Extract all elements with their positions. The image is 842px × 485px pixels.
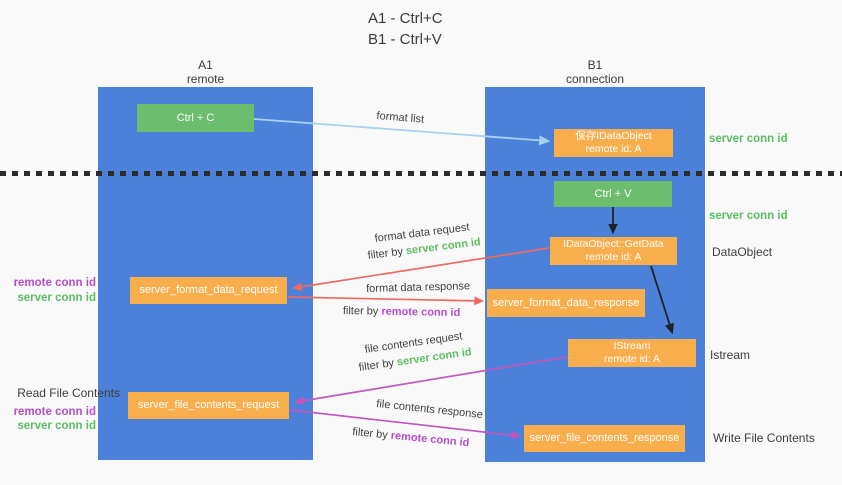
remote-conn-id-text: remote conn id: [390, 429, 470, 450]
node-server-format-data-request-label: server_format_data_request: [139, 284, 278, 296]
node-save-idataobject-line1: 保存IDataObject: [575, 130, 652, 142]
column-a1-subtitle: remote: [186, 72, 225, 86]
edge-label-format-data-response: format data response: [366, 280, 471, 295]
side-label-conn-ids-format: remote conn id server conn id: [14, 276, 96, 306]
title-line-2: B1 - Ctrl+V: [368, 31, 442, 48]
node-server-file-contents-response-label: server_file_contents_response: [529, 432, 680, 444]
edge-label-format-list: format list: [376, 110, 425, 126]
node-ctrl-c-label: Ctrl + C: [176, 111, 215, 124]
side-label-dataobject: DataObject: [712, 245, 773, 259]
side-label-read-file-contents: Read File Contents: [17, 386, 120, 400]
node-ctrl-v: Ctrl + V: [554, 181, 672, 207]
remote-conn-id-label: remote conn id: [13, 277, 96, 289]
column-header-a1: A1 remote: [98, 58, 313, 86]
diagram-title: A1 - Ctrl+C B1 - Ctrl+V: [368, 8, 443, 50]
node-getdata-line1: IDataObject::GetData: [563, 238, 664, 250]
edge-label-filter-file-response: filter by remote conn id: [352, 426, 470, 449]
server-conn-id-label: server conn id: [17, 420, 96, 432]
filter-by-text: filter by: [342, 305, 379, 318]
node-server-file-contents-request: server_file_contents_request: [128, 392, 289, 419]
node-ctrl-c: Ctrl + C: [137, 104, 254, 132]
side-label-server-conn-id-top: server conn id: [709, 133, 788, 145]
side-label-server-conn-id-mid: server conn id: [709, 210, 788, 222]
filter-by-text: filter by: [367, 245, 404, 262]
column-a1-name: A1: [198, 58, 213, 72]
node-istream: IStream remote id: A: [568, 339, 696, 367]
node-save-idataobject: 保存IDataObject remote id: A: [554, 129, 673, 157]
remote-conn-id-label: remote conn id: [13, 406, 96, 418]
filter-by-text: filter by: [358, 357, 395, 374]
remote-conn-id-text: remote conn id: [381, 305, 461, 320]
node-server-file-contents-response: server_file_contents_response: [524, 425, 685, 452]
node-server-format-data-request: server_format_data_request: [130, 277, 287, 304]
column-b1-name: B1: [587, 58, 603, 72]
column-header-b1: B1 connection: [485, 58, 705, 86]
node-istream-line1: IStream: [613, 340, 651, 352]
side-label-istream: Istream: [710, 348, 751, 362]
node-getdata: IDataObject::GetData remote id: A: [550, 237, 677, 265]
title-line-1: A1 - Ctrl+C: [368, 10, 443, 27]
node-server-file-contents-request-label: server_file_contents_request: [137, 399, 280, 411]
edge-label-file-contents-response: file contents response: [375, 398, 484, 422]
server-conn-id-label: server conn id: [17, 292, 96, 304]
side-label-conn-ids-file: remote conn id server conn id: [14, 405, 96, 433]
column-b1-subtitle: connection: [565, 72, 625, 86]
node-getdata-line2: remote id: A: [585, 251, 642, 263]
side-label-write-file-contents: Write File Contents: [713, 431, 815, 445]
node-server-format-data-response: server_format_data_response: [487, 289, 645, 317]
node-save-idataobject-line2: remote id: A: [585, 143, 642, 155]
edge-label-filter-format-response: filter by remote conn id: [343, 305, 461, 319]
node-istream-line2: remote id: A: [603, 353, 661, 365]
arrow-format-data-response: [287, 296, 485, 306]
node-ctrl-v-label: Ctrl + V: [594, 187, 632, 200]
node-server-format-data-response-label: server_format_data_response: [492, 296, 640, 309]
filter-by-text: filter by: [351, 426, 389, 442]
separator-dotted-line: [0, 171, 842, 176]
